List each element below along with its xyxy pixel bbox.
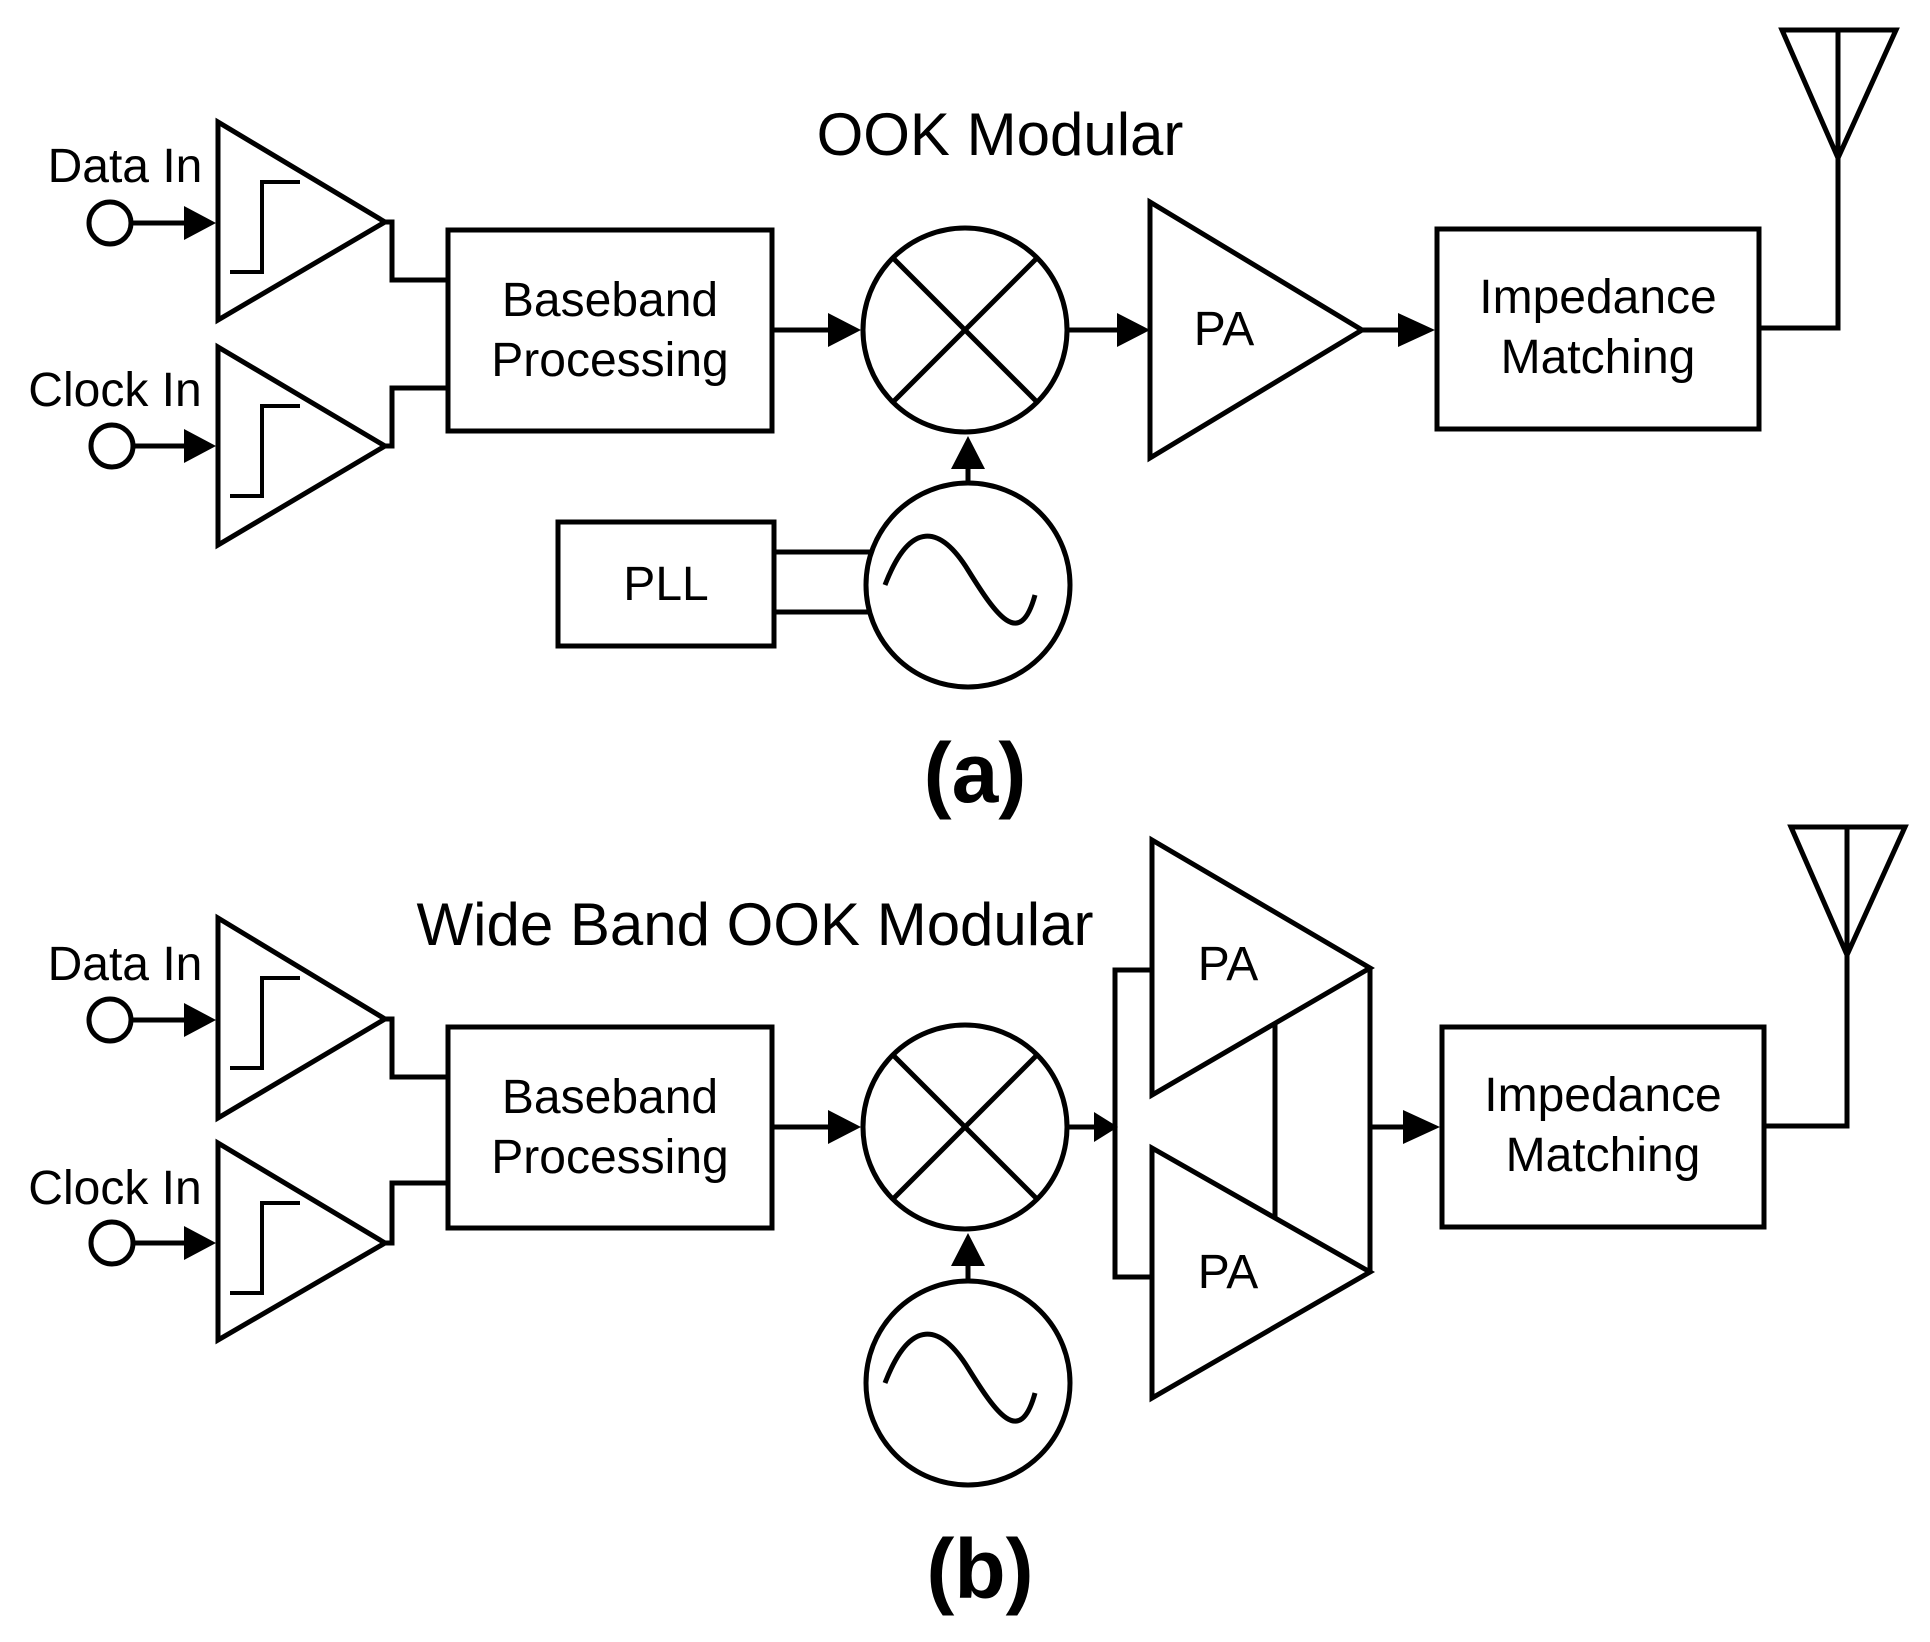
data-in-arrow <box>184 206 216 240</box>
data-in-label-b: Data In <box>48 938 203 991</box>
panel-a: OOK Modular Data In Clock In Baseband Pr… <box>28 27 1900 820</box>
mixer-to-pa-arrow <box>1117 313 1150 347</box>
pll-block <box>555 519 777 649</box>
power-amplifier-top <box>1149 835 1375 1100</box>
data-schmitt-buffer-b <box>215 913 390 1123</box>
data-schmitt-symbol <box>230 180 300 274</box>
mixer-to-pa-arrow-b <box>1094 1112 1118 1142</box>
clock-in-terminal <box>88 422 136 470</box>
clock-in-label: Clock In <box>28 364 201 417</box>
data-in-arrow-b <box>184 1003 216 1037</box>
data-in-terminal <box>86 199 134 247</box>
data-in-terminal-b <box>86 996 134 1044</box>
local-oscillator-b <box>863 1278 1073 1488</box>
matching-to-antenna-wire <box>1759 158 1841 331</box>
impedance-label-line1: Impedance <box>1479 271 1717 324</box>
matching-to-antenna-wire-b <box>1764 955 1850 1129</box>
mixer-cross-b <box>891 256 1039 404</box>
power-amplifier <box>1147 197 1367 463</box>
impedance-matching-block <box>1434 226 1762 432</box>
pa-input-bus <box>1112 967 1152 1280</box>
clock-in-arrow-b <box>184 1226 216 1260</box>
baseband-processing-block-b <box>445 1024 775 1231</box>
data-to-baseband-wire <box>385 219 448 283</box>
clock-in-terminal-b <box>88 1219 136 1267</box>
panel-b: Wide Band OOK Modular Data In Clock In B… <box>28 824 1909 1616</box>
baseband-label-line1-b: Baseband <box>502 1071 718 1124</box>
impedance-label-line1-b: Impedance <box>1484 1069 1722 1122</box>
pll-label: PLL <box>623 558 708 611</box>
pa-bottom-label: PA <box>1198 1246 1258 1299</box>
baseband-to-mixer-arrow <box>828 313 861 347</box>
sine-wave-icon <box>882 533 1038 626</box>
clock-to-baseband-wire-b <box>385 1180 448 1246</box>
impedance-matching-block-b <box>1439 1024 1767 1230</box>
impedance-label-line2: Matching <box>1501 331 1696 384</box>
impedance-label-line2-b: Matching <box>1506 1129 1701 1182</box>
pa-top-label: PA <box>1198 938 1258 991</box>
panel-b-caption: (b) <box>926 1522 1033 1616</box>
panel-a-title: OOK Modular <box>817 101 1184 168</box>
power-amplifier-bottom <box>1149 1143 1376 1403</box>
baseband-label-line1: Baseband <box>502 274 718 327</box>
clock-schmitt-buffer-b <box>215 1138 390 1345</box>
local-oscillator <box>863 480 1073 690</box>
clock-in-label-b: Clock In <box>28 1162 201 1215</box>
osc-to-mixer-arrow <box>951 436 985 469</box>
data-in-label: Data In <box>48 140 203 193</box>
clock-schmitt-symbol-b <box>230 1201 300 1295</box>
baseband-label-line2: Processing <box>491 334 728 387</box>
data-schmitt-symbol-b <box>230 976 300 1070</box>
panel-a-caption: (a) <box>924 726 1027 820</box>
pa-label: PA <box>1194 303 1254 356</box>
clock-schmitt-buffer <box>215 342 390 550</box>
baseband-to-mixer-arrow-b <box>828 1110 861 1144</box>
clock-to-baseband-wire <box>385 385 448 449</box>
clock-in-arrow <box>184 429 216 463</box>
panel-b-title: Wide Band OOK Modular <box>417 891 1094 958</box>
pa-to-matching-arrow-b <box>1403 1110 1440 1144</box>
pa-to-matching-arrow <box>1398 313 1435 347</box>
baseband-processing-block <box>445 227 775 434</box>
mixer-cross-b-b <box>891 1053 1039 1201</box>
osc-to-mixer-arrow-b <box>951 1233 985 1266</box>
sine-wave-icon-b <box>882 1331 1038 1424</box>
data-to-baseband-wire-b <box>385 1016 448 1080</box>
clock-schmitt-symbol <box>230 404 300 498</box>
data-schmitt-buffer <box>215 117 390 325</box>
baseband-label-line2-b: Processing <box>491 1131 728 1184</box>
